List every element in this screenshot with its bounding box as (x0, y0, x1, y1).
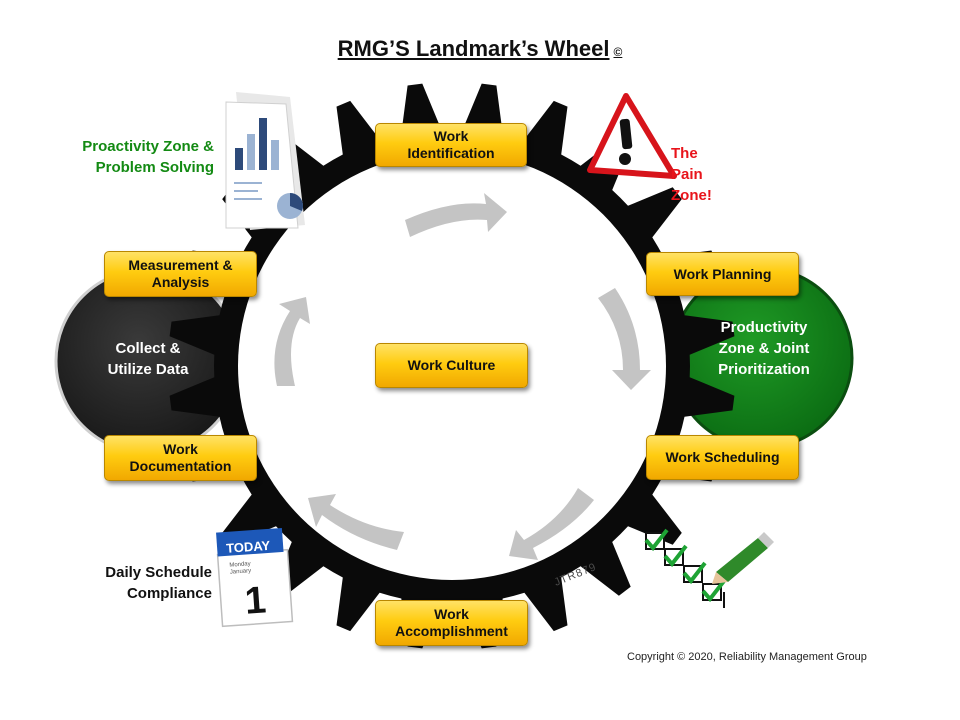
work-scheduling-box: Work Scheduling (646, 435, 799, 480)
arrow-right (598, 288, 651, 390)
proactivity-zone-label: Proactivity Zone & Problem Solving (82, 138, 214, 176)
measurement-analysis-box: Measurement & Analysis (104, 251, 257, 297)
checklist-icon (644, 528, 774, 608)
daily-schedule-label: Daily Schedule Compliance (105, 564, 212, 602)
arrow-lower-left (308, 494, 404, 550)
collect-data-label: Collect & Utilize Data (107, 340, 189, 378)
svg-text:1: 1 (243, 579, 267, 622)
work-identification-box: Work Identification (375, 123, 527, 167)
report-document-icon (225, 92, 305, 230)
page-title: RMG’S Landmark’s Wheel© (337, 36, 623, 61)
work-planning-box: Work Planning (646, 252, 799, 296)
svg-text:Monday: Monday (229, 561, 251, 568)
copyright-text: Copyright © 2020, Reliability Management… (627, 651, 867, 663)
arrow-top (405, 193, 507, 237)
pain-zone-label: The Pain Zone! (671, 145, 712, 204)
svg-text:TODAY: TODAY (226, 538, 271, 556)
arrow-lower-right (509, 488, 594, 560)
warning-icon (587, 93, 677, 179)
work-culture-box: Work Culture (375, 343, 528, 388)
cycle-arrows (274, 193, 651, 560)
work-accomplishment-box: Work Accomplishment (375, 600, 528, 646)
svg-text:January: January (230, 568, 252, 575)
arrow-left (274, 297, 310, 386)
productivity-zone-label: Productivity Zone & Joint Prioritization (718, 319, 810, 378)
work-documentation-box: Work Documentation (104, 435, 257, 481)
calendar-icon: TODAY Monday January 1 (216, 527, 294, 628)
